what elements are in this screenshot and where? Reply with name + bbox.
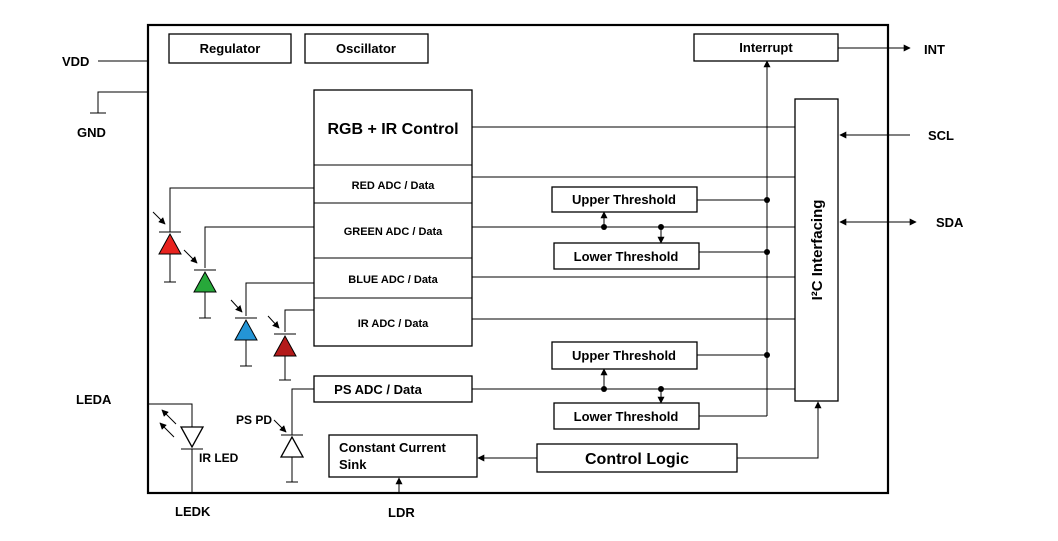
pin-leda: LEDA bbox=[76, 392, 112, 407]
ps-photodiode-icon bbox=[273, 388, 314, 483]
ir-adc-label: IR ADC / Data bbox=[358, 318, 429, 330]
threshold-taps bbox=[600, 211, 665, 404]
lower-threshold-2-block: Lower Threshold bbox=[553, 402, 700, 430]
pin-ldr: LDR bbox=[388, 505, 415, 520]
ps-pd-label: PS PD bbox=[236, 413, 272, 427]
i2c-interfacing-label: I²C Interfacing bbox=[809, 200, 826, 301]
control-logic-block: Control Logic bbox=[536, 443, 738, 473]
upper-threshold-1-block: Upper Threshold bbox=[551, 186, 698, 213]
interrupt-label: Interrupt bbox=[739, 40, 793, 55]
ps-adc-label: PS ADC / Data bbox=[334, 382, 422, 397]
adc-stack: RGB + IR Control RED ADC / Data GREEN AD… bbox=[313, 89, 473, 347]
pin-wires bbox=[90, 44, 917, 226]
red-adc-label: RED ADC / Data bbox=[352, 180, 436, 192]
control-logic-label: Control Logic bbox=[585, 451, 689, 468]
pin-vdd: VDD bbox=[62, 54, 89, 69]
pin-int: INT bbox=[924, 42, 945, 57]
ir-led-icon bbox=[148, 403, 205, 493]
lower-threshold-1-block: Lower Threshold bbox=[553, 242, 700, 270]
bus-lines bbox=[472, 60, 795, 417]
upper-threshold-1-label: Upper Threshold bbox=[572, 192, 676, 207]
green-adc-label: GREEN ADC / Data bbox=[344, 226, 443, 238]
i2c-interfacing-block: I²C Interfacing bbox=[794, 98, 839, 402]
constant-current-sink-block: Constant Current Sink bbox=[328, 434, 478, 478]
constant-current-sink-label-1: Constant Current bbox=[339, 440, 447, 455]
blue-adc-label: BLUE ADC / Data bbox=[348, 274, 438, 286]
constant-current-sink-label-2: Sink bbox=[339, 457, 367, 472]
red-photodiode-icon bbox=[152, 211, 182, 255]
upper-threshold-2-block: Upper Threshold bbox=[551, 341, 698, 370]
rgb-ir-control-label: RGB + IR Control bbox=[327, 121, 458, 138]
ir-photodiode-icon bbox=[267, 315, 297, 357]
regulator-block: Regulator bbox=[168, 33, 292, 64]
chip-outline bbox=[146, 23, 890, 495]
interrupt-block: Interrupt bbox=[693, 33, 839, 62]
upper-threshold-2-label: Upper Threshold bbox=[572, 348, 676, 363]
blue-photodiode-icon bbox=[230, 299, 258, 341]
oscillator-block: Oscillator bbox=[304, 33, 429, 64]
control-logic-wires bbox=[395, 401, 822, 493]
pin-ledk: LEDK bbox=[175, 504, 211, 519]
pin-gnd: GND bbox=[77, 125, 106, 140]
ir-led-label: IR LED bbox=[199, 451, 239, 465]
lower-threshold-1-label: Lower Threshold bbox=[574, 249, 679, 264]
regulator-label: Regulator bbox=[200, 41, 261, 56]
oscillator-label: Oscillator bbox=[336, 41, 396, 56]
lower-threshold-2-label: Lower Threshold bbox=[574, 409, 679, 424]
photodiode-wires bbox=[164, 187, 314, 381]
pin-scl: SCL bbox=[928, 128, 954, 143]
ps-adc-block: PS ADC / Data bbox=[313, 375, 473, 403]
green-photodiode-icon bbox=[183, 249, 217, 293]
pin-sda: SDA bbox=[936, 215, 964, 230]
